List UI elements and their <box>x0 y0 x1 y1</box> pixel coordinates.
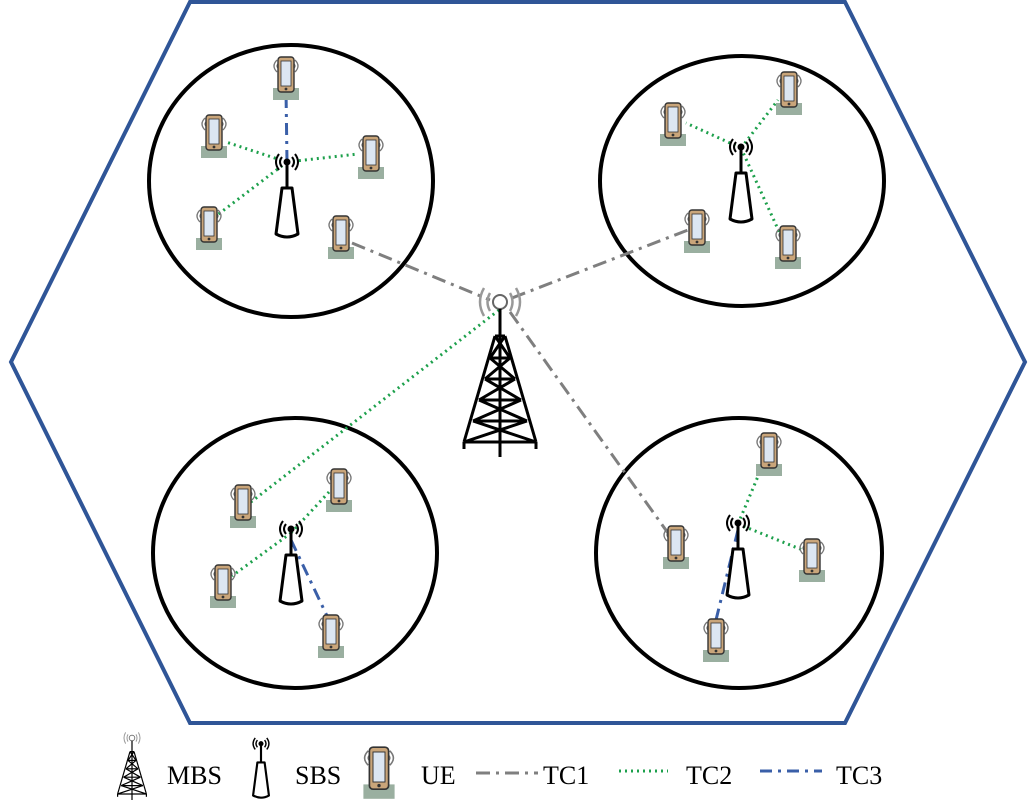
tc2-link <box>737 522 806 553</box>
legend-ue-icon <box>362 746 396 800</box>
macro-cell-hexagon <box>8 0 1028 725</box>
sbs-icon <box>278 519 304 606</box>
ue-phone-icon <box>702 618 730 663</box>
small-cell-bottom-right <box>594 416 884 690</box>
tc2-link <box>739 147 784 239</box>
tc3-link <box>284 89 289 163</box>
tc3-link <box>714 529 740 621</box>
small-cell-top-right <box>598 54 886 308</box>
tc2-link <box>215 160 288 218</box>
tc2-link <box>685 121 742 150</box>
tc2-links <box>215 99 806 578</box>
legend-sbs-icon <box>252 736 271 799</box>
ue-phone-icon <box>229 484 257 529</box>
ue-phone-icon <box>327 215 355 260</box>
tc1-link-bottom-right <box>508 311 670 534</box>
tc2-link-mbs-ue <box>250 308 500 504</box>
ue-phone-icon <box>209 564 237 609</box>
ue-phone-icon <box>755 432 783 477</box>
legend-mbs-icon <box>116 731 147 801</box>
tc2-link <box>739 99 780 149</box>
ue-phone-icon <box>200 114 228 159</box>
legend-ue-label: UE <box>421 761 456 790</box>
tc2-link <box>225 140 288 164</box>
small-cell-bottom-left <box>151 416 439 690</box>
ue-phone-icon <box>659 102 687 147</box>
ue-phone-icon <box>774 225 802 270</box>
sbs-icon <box>274 152 300 239</box>
legend-tc3-label: TC3 <box>836 761 882 790</box>
ue-phone-icon <box>272 56 300 101</box>
legend-tc2-label: TC2 <box>686 761 732 790</box>
tc1-link-top-right <box>511 228 689 300</box>
ue-phone-icon <box>775 71 803 116</box>
small-cell-top-left <box>147 43 435 319</box>
tc1-link-top-left <box>351 241 491 302</box>
ue-phone-icon <box>317 614 345 659</box>
ue-phone-icon <box>357 135 385 180</box>
ue-phone-icon <box>325 468 353 513</box>
ue-phone-icon <box>683 209 711 254</box>
legend-sbs-label: SBS <box>295 761 341 790</box>
ue-phone-icon <box>798 538 826 583</box>
legend-tc1-label: TC1 <box>543 761 589 790</box>
legend: MBS SBS UE TC1 TC2 TC3 <box>116 731 882 801</box>
mbs-tower-icon <box>462 286 538 459</box>
sbs-icon <box>728 137 754 224</box>
tc3-links <box>284 89 740 621</box>
tc1-links <box>351 228 689 534</box>
legend-mbs-label: MBS <box>167 761 222 790</box>
tc2-link <box>231 531 292 578</box>
